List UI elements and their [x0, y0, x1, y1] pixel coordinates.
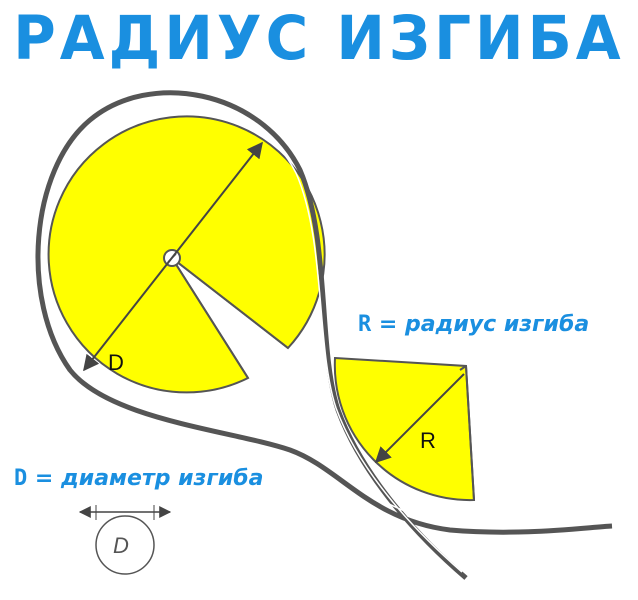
segment-edge	[465, 365, 475, 501]
legend-radius: R = радиус изгиба	[358, 312, 589, 337]
small-segment-shape	[333, 356, 476, 502]
large-wheel-shape	[47, 115, 326, 394]
legend-radius-eq: =	[378, 312, 398, 337]
diameter-icon-label: D	[113, 533, 129, 558]
legend-radius-text: радиус изгиба	[405, 312, 590, 337]
legend-diameter-text: диаметр изгиба	[61, 466, 264, 491]
diameter-arrow	[83, 141, 263, 372]
radius-arrow	[374, 373, 465, 464]
cable-inner	[44, 98, 613, 573]
diameter-label: D	[108, 350, 124, 375]
legend-diameter-eq: =	[34, 466, 54, 491]
legend-diameter-symbol: D	[14, 466, 28, 491]
page-title: РАДИУС ИЗГИБА	[13, 2, 625, 74]
legend-diameter: D = диаметр изгиба	[14, 466, 263, 491]
legend-radius-symbol: R	[358, 312, 372, 337]
cable-outer	[35, 90, 613, 580]
radius-label: R	[420, 428, 436, 453]
